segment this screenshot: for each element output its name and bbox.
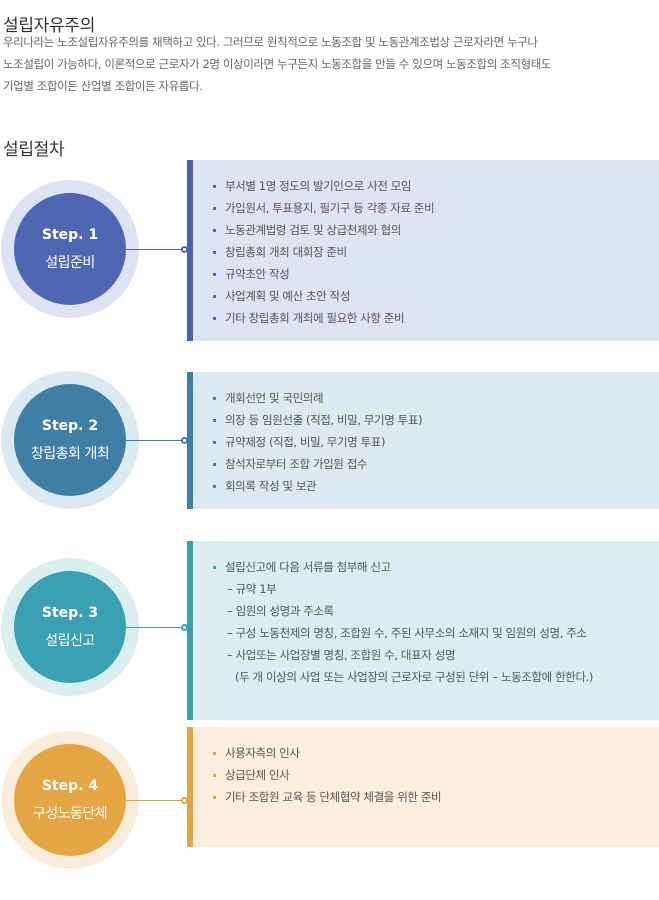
step-name: 구성노동단체 (32, 805, 108, 822)
list-item: 설립신고에 다음 서류를 첨부해 신고 (213, 556, 593, 578)
list-item: 규약제정 (직접, 비밀, 무기명 투표) (213, 431, 422, 453)
intro-line: 우리나라는 노조설립자유주의를 채택하고 있다. 그러므로 원칙적으로 노동조합… (3, 35, 538, 49)
connector-line (126, 249, 184, 250)
step-circle: Step. 3 설립신고 (14, 571, 126, 683)
connector-line (126, 800, 184, 801)
step-item-list: 설립신고에 다음 서류를 첨부해 신고 – 규약 1부 – 임원의 성명과 주소… (213, 556, 593, 688)
list-item: 부서별 1명 정도의 발기인으로 사전 모임 (213, 175, 434, 197)
step-number: Step. 3 (41, 604, 99, 621)
section-title-procedure: 설립절차 (3, 140, 65, 161)
step-number: Step. 4 (41, 777, 99, 794)
step-detail-box: 부서별 1명 정도의 발기인으로 사전 모임 가입원서, 투표용지, 필기구 등… (187, 160, 659, 341)
list-item: 규약초안 작성 (213, 263, 434, 285)
list-item: 참석자로부터 조합 가입원 접수 (213, 453, 422, 475)
step-number: Step. 2 (41, 417, 99, 434)
step-detail-box: 사용자측의 인사 상급단체 인사 기타 조합원 교육 등 단체협약 체결을 위한… (187, 727, 659, 847)
section-title-freedom: 설립자유주의 (3, 16, 96, 37)
step-circle: Step. 1 설립준비 (14, 193, 126, 305)
step-circle: Step. 2 창립총회 개최 (14, 384, 126, 496)
list-item: 기타 조합원 교육 등 단체협약 체결을 위한 준비 (213, 786, 442, 808)
list-item: 사용자측의 인사 (213, 742, 441, 764)
list-item: 개회선언 및 국민의례 (213, 387, 422, 409)
step-detail-box: 설립신고에 다음 서류를 첨부해 신고 – 규약 1부 – 임원의 성명과 주소… (187, 541, 659, 720)
sub-list-item: – 임원의 성명과 주소록 (227, 604, 334, 618)
list-item: 회의록 작성 및 보관 (213, 475, 422, 497)
intro-paragraph: 우리나라는 노조설립자유주의를 채택하고 있다. 그러므로 원칙적으로 노동조합… (3, 31, 653, 97)
step-item-list: 개회선언 및 국민의례 의장 등 임원선출 (직접, 비밀, 무기명 투표) 규… (213, 387, 423, 497)
step-circle: Step. 4 구성노동단체 (14, 744, 126, 856)
list-item: 노동관계법령 검토 및 상급천제와 협의 (213, 219, 434, 241)
step-name: 설립신고 (45, 632, 95, 649)
sub-list-item: – 사업또는 사업장별 명칭, 조합원 수, 대표자 성명 (227, 648, 456, 662)
list-item: 의장 등 임원선출 (직접, 비밀, 무기명 투표) (213, 409, 423, 431)
step-item-list: 부서별 1명 정도의 발기인으로 사전 모임 가입원서, 투표용지, 필기구 등… (213, 175, 435, 329)
step-name: 창립총회 개최 (30, 445, 110, 462)
sub-list-item: – 규약 1부 (227, 582, 277, 596)
list-item: 가입원서, 투표용지, 필기구 등 각종 자료 준비 (213, 197, 435, 219)
step-number: Step. 1 (41, 226, 99, 243)
intro-line: 기업별 조합이든 산업별 조합이든 자유롭다. (3, 79, 203, 93)
step-name: 설립준비 (45, 254, 95, 271)
list-item: 기타 창립총회 개최에 필요한 사항 준비 (213, 307, 434, 329)
list-item: 사업계획 및 예산 초안 작성 (213, 285, 434, 307)
connector-line (126, 440, 184, 441)
list-item: 상급단체 인사 (213, 764, 441, 786)
step-item-list: 사용자측의 인사 상급단체 인사 기타 조합원 교육 등 단체협약 체결을 위한… (213, 742, 442, 808)
intro-line: 노조설립이 가능하다, 이론적으로 근로자가 2명 이상이라면 누구든지 노동조… (3, 57, 552, 71)
sub-list-note: (두 개 이상의 사업 또는 사업장의 근로자로 구성된 단위 – 노동조합에 … (235, 670, 593, 684)
step-detail-box: 개회선언 및 국민의례 의장 등 임원선출 (직접, 비밀, 무기명 투표) 규… (187, 372, 659, 509)
sub-list-item: – 구성 노동천제의 명칭, 조합원 수, 주된 사무소의 소재지 및 임원의 … (227, 626, 587, 640)
list-item: 창립총회 개최 대회장 준비 (213, 241, 434, 263)
connector-line (126, 627, 184, 628)
